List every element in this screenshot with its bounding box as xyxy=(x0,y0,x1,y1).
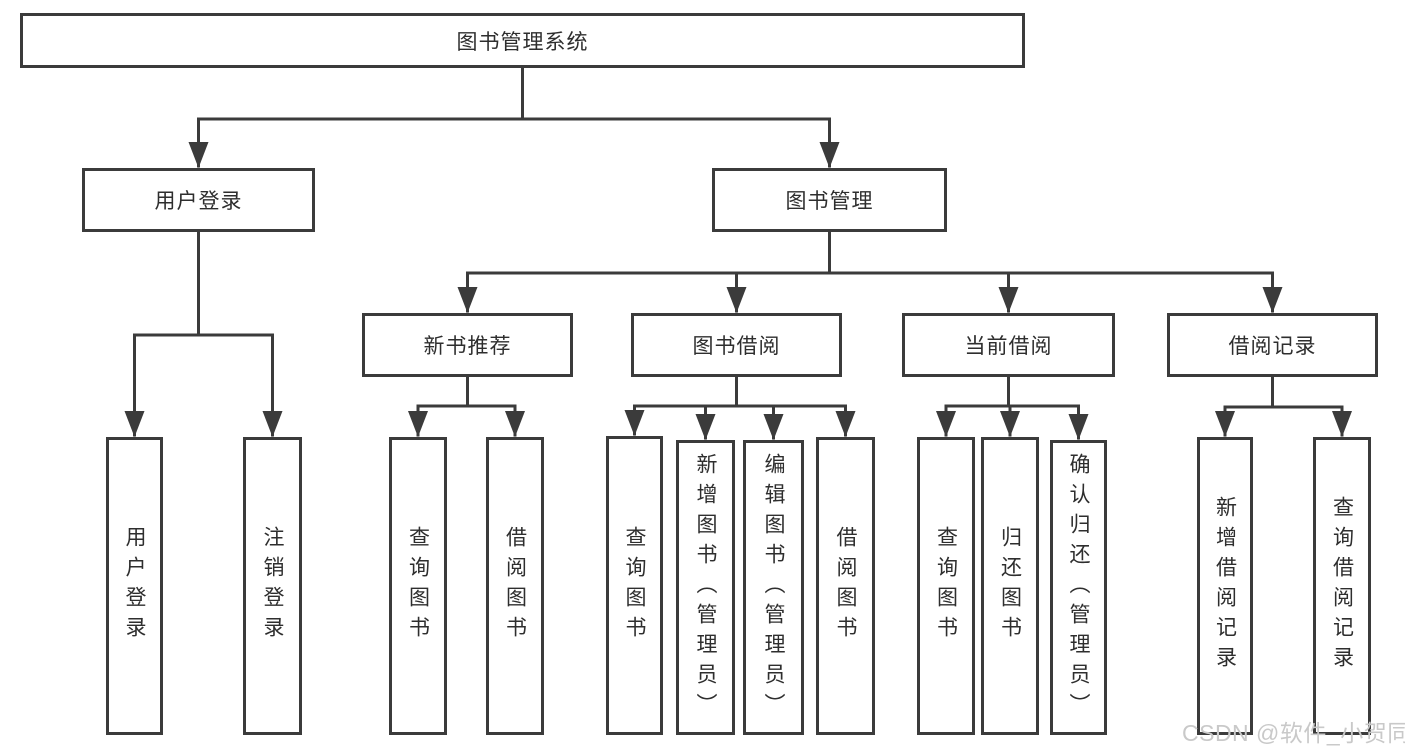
node-label-cb-confirm-return: 确认归还（管理员） xyxy=(1067,452,1090,723)
node-cb-return-book: 归还图书 xyxy=(981,437,1039,735)
node-label-br-query-record: 查询借阅记录 xyxy=(1330,496,1354,676)
node-label-borrow-records: 借阅记录 xyxy=(1228,335,1317,358)
node-login: 用户登录 xyxy=(106,437,163,735)
node-label-book-borrow: 图书借阅 xyxy=(692,335,781,358)
node-cb-query-book: 查询图书 xyxy=(917,437,975,735)
node-bb-query-book: 查询图书 xyxy=(606,436,663,735)
node-cb-confirm-return: 确认归还（管理员） xyxy=(1050,440,1107,735)
node-label-bb-add-book: 新增图书（管理员） xyxy=(694,452,717,723)
node-label-br-add-record: 新增借阅记录 xyxy=(1213,496,1237,676)
node-current-borrow: 当前借阅 xyxy=(902,313,1115,377)
node-label-rec-borrow-book: 借阅图书 xyxy=(503,526,527,646)
node-rec-borrow-book: 借阅图书 xyxy=(486,437,544,735)
node-label-book-mgmt: 图书管理 xyxy=(785,190,874,213)
node-user-login: 用户登录 xyxy=(82,168,315,232)
node-label-cb-return-book: 归还图书 xyxy=(998,526,1022,646)
node-label-bb-query-book: 查询图书 xyxy=(623,525,646,646)
node-book-mgmt: 图书管理 xyxy=(712,168,947,232)
node-label-bb-borrow-book: 借阅图书 xyxy=(834,526,857,646)
node-logout: 注销登录 xyxy=(243,437,302,735)
node-label-rec-query-book: 查询图书 xyxy=(406,526,430,646)
node-label-login: 用户登录 xyxy=(123,526,146,646)
node-book-borrow: 图书借阅 xyxy=(631,313,842,377)
node-label-current-borrow: 当前借阅 xyxy=(964,335,1053,358)
node-label-root: 图书管理系统 xyxy=(456,30,589,54)
node-new-book-rec: 新书推荐 xyxy=(362,313,573,377)
node-br-add-record: 新增借阅记录 xyxy=(1197,437,1253,735)
node-rec-query-book: 查询图书 xyxy=(389,437,447,735)
node-label-cb-query-book: 查询图书 xyxy=(934,526,958,646)
node-label-user-login: 用户登录 xyxy=(154,190,243,213)
node-br-query-record: 查询借阅记录 xyxy=(1313,437,1371,735)
watermark: CSDN @软件_小贺同学 xyxy=(1182,720,1405,746)
node-root: 图书管理系统 xyxy=(20,13,1025,68)
node-borrow-records: 借阅记录 xyxy=(1167,313,1378,377)
node-bb-edit-book: 编辑图书（管理员） xyxy=(743,440,804,735)
node-label-new-book-rec: 新书推荐 xyxy=(423,335,512,358)
node-label-logout: 注销登录 xyxy=(261,526,284,646)
node-bb-add-book: 新增图书（管理员） xyxy=(676,440,735,735)
node-bb-borrow-book: 借阅图书 xyxy=(816,437,875,735)
node-label-bb-edit-book: 编辑图书（管理员） xyxy=(762,452,785,723)
